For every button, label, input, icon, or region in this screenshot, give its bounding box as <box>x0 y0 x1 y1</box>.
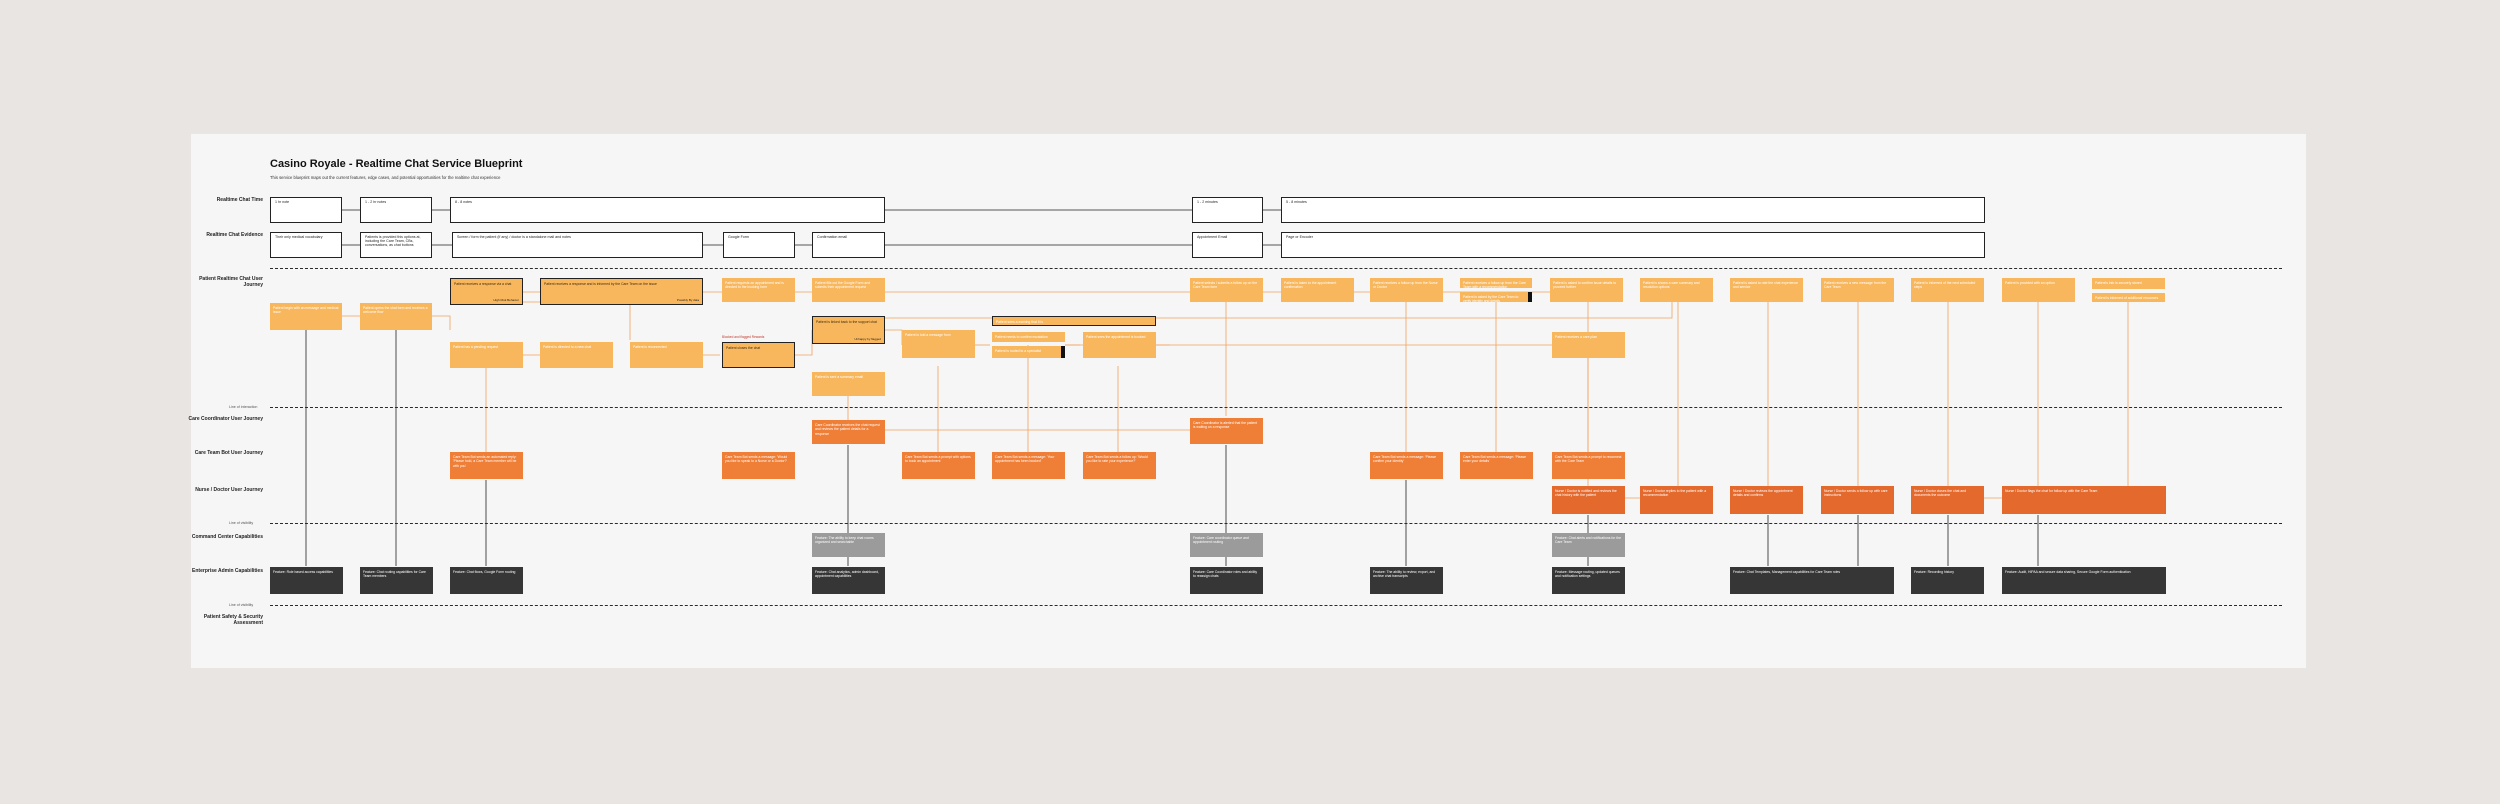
lane-label-evidence: Realtime Chat Evidence <box>206 232 263 238</box>
lane-label-bot: Care Team Bot User Journey <box>194 450 263 456</box>
bot-step-card: Care Team Bot sends an automated reply: … <box>450 452 523 479</box>
patient-step-card: Patient opens the chat form and receives… <box>360 303 432 330</box>
nurse-step-card: Nurse / Doctor reviews the appointment d… <box>1730 486 1803 514</box>
patient-step-card: Patient is asked by the Care Team to ver… <box>1460 292 1532 302</box>
patient-step-card: Patient sees the appointment is booked <box>1083 332 1156 358</box>
admin-feature-card: Feature: Chat Templates, Management capa… <box>1730 567 1894 594</box>
coordinator-step-card: Care Coordinator is alerted that the pat… <box>1190 418 1263 444</box>
patient-step-card: Patient receives a new message from the … <box>1821 278 1894 302</box>
card-text: Patient receives a response via a chat <box>454 282 512 286</box>
patient-step-card: Patient receives a follow up from the Ca… <box>1460 278 1532 288</box>
admin-feature-card: Feature: Chat analytics, admin dashboard… <box>812 567 885 594</box>
patient-step-card: Patient is informed of the next schedule… <box>1911 278 1984 302</box>
patient-step-card: Patient is asked to confirm issue detail… <box>1550 278 1623 302</box>
patient-step-card: Patient is provided with an option <box>2002 278 2075 302</box>
lane-label-safety: Patient Safety & Security Assessment <box>203 614 263 627</box>
bot-step-card: Care Team Bot sends a message: 'Would yo… <box>722 452 795 479</box>
evidence-box: Confirmation email <box>812 232 885 258</box>
patient-step-card-highlighted: Patient is linked back to the support ch… <box>812 316 885 344</box>
time-box: 5 - 8 minutes <box>1281 197 1985 223</box>
risk-tag: Unhappy by flagged <box>854 337 881 342</box>
patient-step-card: Patient is reconnected <box>630 342 703 368</box>
bot-step-card: Care Team Bot sends a follow up: 'Would … <box>1083 452 1156 479</box>
coordinator-step-card: Care Coordinator receives the chat reque… <box>812 420 885 444</box>
patient-step-card-highlighted: Patient receives a response and is infor… <box>540 278 703 305</box>
patient-step-card: Patient is asked to rate the chat experi… <box>1730 278 1803 302</box>
page-title: Casino Royale - Realtime Chat Service Bl… <box>270 158 523 170</box>
patient-step-card: Patient receives a care plan <box>1552 332 1625 358</box>
nurse-step-card: Nurse / Doctor replies to the patient wi… <box>1640 486 1713 514</box>
evidence-box: Patients is provided this options at, in… <box>360 232 432 258</box>
bot-step-card: Care Team Bot sends a message: 'Please c… <box>1370 452 1443 479</box>
patient-step-card: Patient is taken to the appointment conf… <box>1281 278 1354 302</box>
evidence-box: Appointment Email <box>1192 232 1263 258</box>
lane-label-admin: Enterprise Admin Capabilities <box>192 568 263 574</box>
evidence-box: Screen / form the patient (if any) / doc… <box>452 232 703 258</box>
bot-step-card: Care Team Bot sends a prompt with option… <box>902 452 975 479</box>
admin-feature-card: Feature: Care Coordinator roles and abil… <box>1190 567 1263 594</box>
patient-step-card: Patient needs to confirm escalation <box>992 332 1065 342</box>
patient-step-card: Patient receives a follow up from the Nu… <box>1370 278 1443 302</box>
lane-label-coordinator: Care Coordinator User Journey <box>188 416 263 422</box>
nurse-step-card: Nurse / Doctor closes the chat and docum… <box>1911 486 1984 514</box>
patient-step-card: Patient's info is securely stored <box>2092 278 2165 289</box>
page-subtitle: This service blueprint maps out the curr… <box>270 175 501 180</box>
warning-label: Blocked and flagged Rewards <box>722 335 765 339</box>
admin-feature-card: Feature: Recording history <box>1911 567 1984 594</box>
admin-feature-card: Feature: Chat routing capabilities for C… <box>360 567 433 594</box>
bot-step-card: Care Team Bot sends a prompt to reconnec… <box>1552 452 1625 479</box>
lane-label-patient: Patient Realtime Chat User Journey <box>199 276 263 289</box>
separator-line <box>270 407 2282 408</box>
patient-step-card: Patient begin with an message and medica… <box>270 303 342 330</box>
patient-step-card: Patient sees a warning that it is <box>992 316 1156 326</box>
risk-tag: Possibly By data <box>676 298 699 303</box>
admin-feature-card: Feature: The ability to review, export, … <box>1370 567 1443 594</box>
patient-step-card: Patient is routed to a specialist <box>992 346 1065 358</box>
evidence-box: Google Form <box>723 232 795 258</box>
patient-step-card-highlighted: Patient closes the chat <box>722 342 795 368</box>
command-feature-card: Feature: The ability to keep chat rooms … <box>812 533 885 557</box>
nurse-step-card: Nurse / Doctor flags the chat for follow… <box>2002 486 2166 514</box>
time-box: 1 - 2 minutes <box>1192 197 1263 223</box>
separator-label: Line of visibility <box>229 603 254 607</box>
evidence-box: Page or Encoder <box>1281 232 1985 258</box>
separator-label: Line of interaction <box>229 405 258 409</box>
patient-step-card: Patient is directed to a new chat <box>540 342 613 368</box>
admin-feature-card: Feature: Message routing, updated queues… <box>1552 567 1625 594</box>
admin-feature-card: Feature: Role based access capabilities <box>270 567 343 594</box>
patient-step-card: Patient selects / submits a follow up on… <box>1190 278 1263 302</box>
patient-step-card: Patient is told a message from <box>902 330 975 358</box>
time-box: 1 hr note <box>270 197 342 223</box>
lane-label-nurse: Nurse / Doctor User Journey <box>195 487 263 493</box>
separator-label: Line of visibility <box>229 521 254 525</box>
lane-label-time: Realtime Chat Time <box>216 197 263 203</box>
command-feature-card: Feature: Chat alerts and notifications f… <box>1552 533 1625 557</box>
bot-step-card: Care Team Bot sends a message: 'Please e… <box>1460 452 1533 479</box>
time-box: 8 - 8 notes <box>450 197 885 223</box>
patient-step-card: Patient is shown a care summary and reso… <box>1640 278 1713 302</box>
card-text: Patient is linked back to the support ch… <box>816 320 877 324</box>
time-box: 1 - 2 hr notes <box>360 197 432 223</box>
patient-step-card: Patient requests an appointment and is d… <box>722 278 795 302</box>
separator-line <box>270 268 2282 269</box>
patient-step-card: Patient is sent a summary email <box>812 372 885 396</box>
separator-line <box>270 605 2282 606</box>
command-feature-card: Feature: Care coordinator queue and appo… <box>1190 533 1263 557</box>
lane-label-command: Command Center Capabilities <box>191 534 263 540</box>
patient-step-card: Patient fills out the Google Form and su… <box>812 278 885 302</box>
patient-step-card: Patient is informed of additional resour… <box>2092 293 2165 302</box>
admin-feature-card: Feature: Chat flows, Google Form routing <box>450 567 523 594</box>
risk-tag: High Risk Behavior <box>493 298 519 303</box>
admin-feature-card: Feature: Audit, HIPAA and secure data sh… <box>2002 567 2166 594</box>
bot-step-card: Care Team Bot sends a message: 'Your app… <box>992 452 1065 479</box>
nurse-step-card: Nurse / Doctor is notified and reviews t… <box>1552 486 1625 514</box>
nurse-step-card: Nurse / Doctor sends a follow up with ca… <box>1821 486 1894 514</box>
separator-line <box>270 523 2282 524</box>
evidence-box: Their only medical vocabulary <box>270 232 342 258</box>
card-text: Patient receives a response and is infor… <box>544 282 657 286</box>
patient-step-card: Patient has a pending request <box>450 342 523 368</box>
